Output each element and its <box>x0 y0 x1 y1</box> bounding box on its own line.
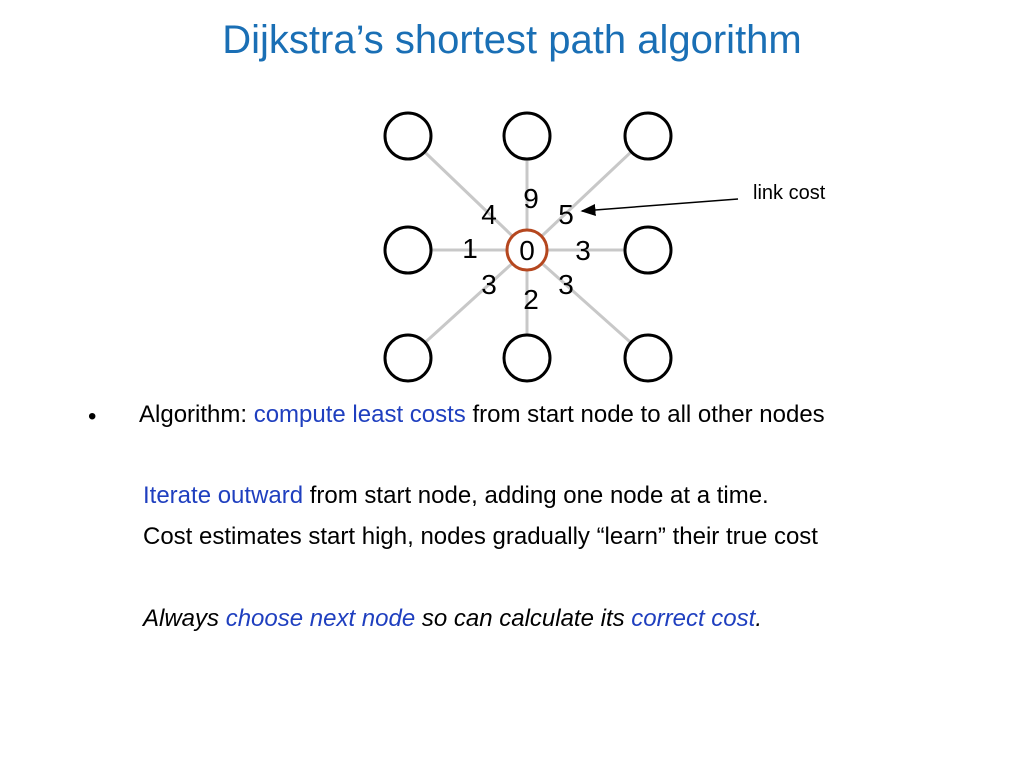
node-top-left <box>383 111 433 161</box>
node-bottom <box>502 333 552 383</box>
always-highlight-next-node: choose next node <box>225 605 416 632</box>
edge-top-left <box>406 134 529 252</box>
page-title: Dijkstra’s shortest path algorithm <box>222 18 802 62</box>
node-top-right <box>623 111 673 161</box>
cost-label-bottom-right: 3 <box>558 269 574 300</box>
link-cost-arrow <box>580 198 739 216</box>
bullet-marker: • <box>88 403 97 430</box>
node-right <box>623 225 673 275</box>
cost-label-top-left: 4 <box>481 199 497 230</box>
graph-diagram: 0 9 4 5 1 3 3 3 2 link cost <box>383 111 826 383</box>
node-top <box>502 111 552 161</box>
cost-label-top-right: 5 <box>558 199 574 230</box>
cost-label-bottom-left: 3 <box>481 269 497 300</box>
iterate-line: Iterate outward from start node, adding … <box>143 482 769 511</box>
algorithm-bullet: Algorithm: compute least costs from star… <box>139 401 825 430</box>
algorithm-prefix: Algorithm: <box>139 401 254 428</box>
edge-bottom-right <box>526 248 649 360</box>
edge-top-right <box>525 134 650 252</box>
cost-label-top: 9 <box>523 183 539 214</box>
always-part1: Always <box>143 605 226 632</box>
cost-label-left: 1 <box>462 233 478 264</box>
node-bottom-left <box>383 333 433 383</box>
link-cost-annotation: link cost <box>753 182 826 204</box>
iterate-rest: from start node, adding one node at a ti… <box>303 482 769 509</box>
always-highlight-correct-cost: correct cost <box>631 605 756 632</box>
node-left <box>383 225 433 275</box>
always-part3: . <box>755 605 762 632</box>
start-node-label: 0 <box>519 235 535 266</box>
iterate-highlight: Iterate outward <box>143 482 304 509</box>
edge-bottom-left <box>406 248 529 360</box>
algorithm-suffix: from start node to all other nodes <box>465 401 825 428</box>
cost-estimates-line: Cost estimates start high, nodes gradual… <box>143 523 818 550</box>
cost-label-right: 3 <box>575 235 591 266</box>
cost-label-bottom: 2 <box>523 284 539 315</box>
algorithm-highlight: compute least costs <box>253 401 466 428</box>
always-part2: so can calculate its <box>415 605 632 632</box>
always-line: Always choose next node so can calculate… <box>143 605 762 634</box>
start-node <box>505 228 549 272</box>
node-bottom-right <box>623 333 673 383</box>
